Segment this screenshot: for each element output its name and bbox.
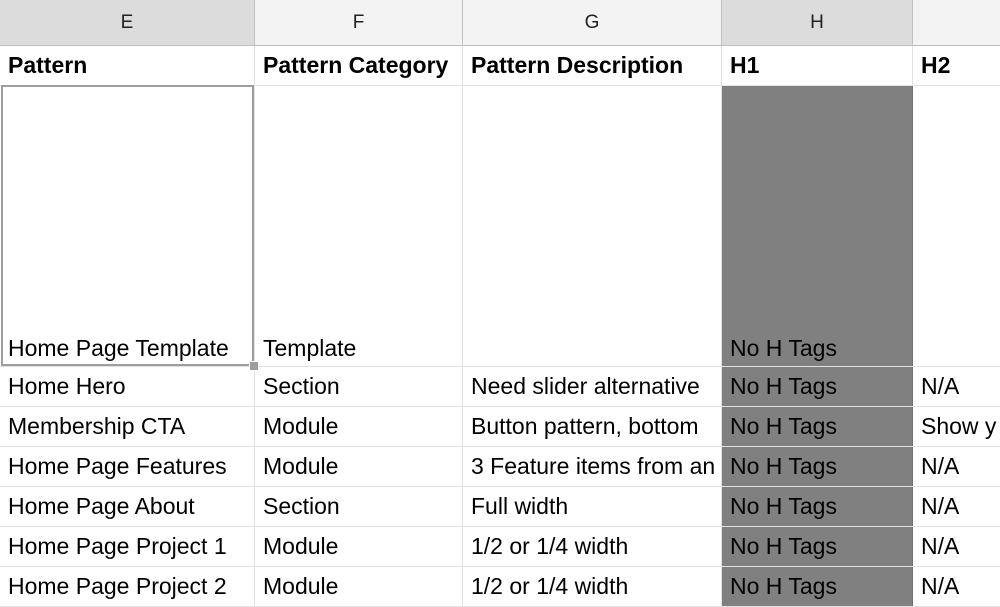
cell-h2[interactable]: N/A bbox=[921, 373, 960, 399]
cell-description[interactable]: 1/2 or 1/4 width bbox=[463, 567, 722, 606]
column-header-bar: E F G H bbox=[0, 0, 1000, 46]
cell-pattern[interactable]: Home Hero bbox=[0, 367, 255, 406]
cell-category[interactable]: Section bbox=[255, 367, 463, 406]
header-cell-pattern-description[interactable]: Pattern Description bbox=[463, 46, 722, 85]
column-header-g[interactable]: G bbox=[463, 0, 722, 45]
table-row: Home Page About Section Full width No H … bbox=[0, 487, 1000, 527]
header-cell-pattern-category[interactable]: Pattern Category bbox=[255, 46, 463, 85]
cell-h1[interactable]: No H Tags bbox=[722, 86, 913, 366]
table-row: Home Page Project 2 Module 1/2 or 1/4 wi… bbox=[0, 567, 1000, 607]
cell-pattern[interactable]: Home Page Project 2 bbox=[0, 567, 255, 606]
column-header-i[interactable] bbox=[913, 0, 1000, 45]
table-row: Home Page Template Template No H Tags bbox=[0, 86, 1000, 367]
cell-description[interactable] bbox=[463, 86, 722, 366]
column-header-f[interactable]: F bbox=[255, 0, 463, 45]
cell-category[interactable]: Section bbox=[255, 487, 463, 526]
cell-category[interactable]: Module bbox=[255, 447, 463, 486]
cell-h2[interactable]: N/A bbox=[921, 453, 960, 479]
cell-pattern[interactable]: Home Page Features bbox=[0, 447, 255, 486]
table-row: Home Hero Section Need slider alternativ… bbox=[0, 367, 1000, 407]
header-cell-h2[interactable]: H2 bbox=[921, 52, 951, 78]
column-header-e[interactable]: E bbox=[0, 0, 255, 45]
cell-description[interactable]: 3 Feature items from an bbox=[463, 447, 722, 486]
cell-h1[interactable]: No H Tags bbox=[722, 367, 913, 406]
cell-pattern[interactable]: Home Page Template bbox=[0, 86, 255, 366]
cell-h1[interactable]: No H Tags bbox=[722, 407, 913, 446]
cell-h2[interactable]: N/A bbox=[921, 493, 960, 519]
cell-h2[interactable]: Show y bbox=[921, 413, 997, 439]
header-cell-h1[interactable]: H1 bbox=[722, 46, 913, 85]
cell-pattern[interactable]: Home Page Project 1 bbox=[0, 527, 255, 566]
cell-description[interactable]: Button pattern, bottom bbox=[463, 407, 722, 446]
cell-pattern[interactable]: Home Page About bbox=[0, 487, 255, 526]
table-row: Home Page Project 1 Module 1/2 or 1/4 wi… bbox=[0, 527, 1000, 567]
cell-h1[interactable]: No H Tags bbox=[722, 487, 913, 526]
table-row: Membership CTA Module Button pattern, bo… bbox=[0, 407, 1000, 447]
table-header-row: Pattern Pattern Category Pattern Descrip… bbox=[0, 46, 1000, 86]
cell-category[interactable]: Module bbox=[255, 567, 463, 606]
cell-h2[interactable]: N/A bbox=[921, 533, 960, 559]
cell-h1[interactable]: No H Tags bbox=[722, 567, 913, 606]
header-cell-pattern[interactable]: Pattern bbox=[0, 46, 255, 85]
cell-h1[interactable]: No H Tags bbox=[722, 527, 913, 566]
column-header-h[interactable]: H bbox=[722, 0, 913, 45]
fill-handle[interactable] bbox=[249, 361, 259, 371]
cell-category[interactable]: Template bbox=[255, 86, 463, 366]
cell-description[interactable]: Need slider alternative bbox=[463, 367, 722, 406]
cell-description[interactable]: 1/2 or 1/4 width bbox=[463, 527, 722, 566]
cell-category[interactable]: Module bbox=[255, 527, 463, 566]
cell-h2[interactable]: N/A bbox=[921, 573, 960, 599]
cell-h2[interactable] bbox=[913, 86, 1000, 366]
cell-category[interactable]: Module bbox=[255, 407, 463, 446]
cell-pattern[interactable]: Membership CTA bbox=[0, 407, 255, 446]
cell-h1[interactable]: No H Tags bbox=[722, 447, 913, 486]
cell-description[interactable]: Full width bbox=[463, 487, 722, 526]
table-row: Home Page Features Module 3 Feature item… bbox=[0, 447, 1000, 487]
